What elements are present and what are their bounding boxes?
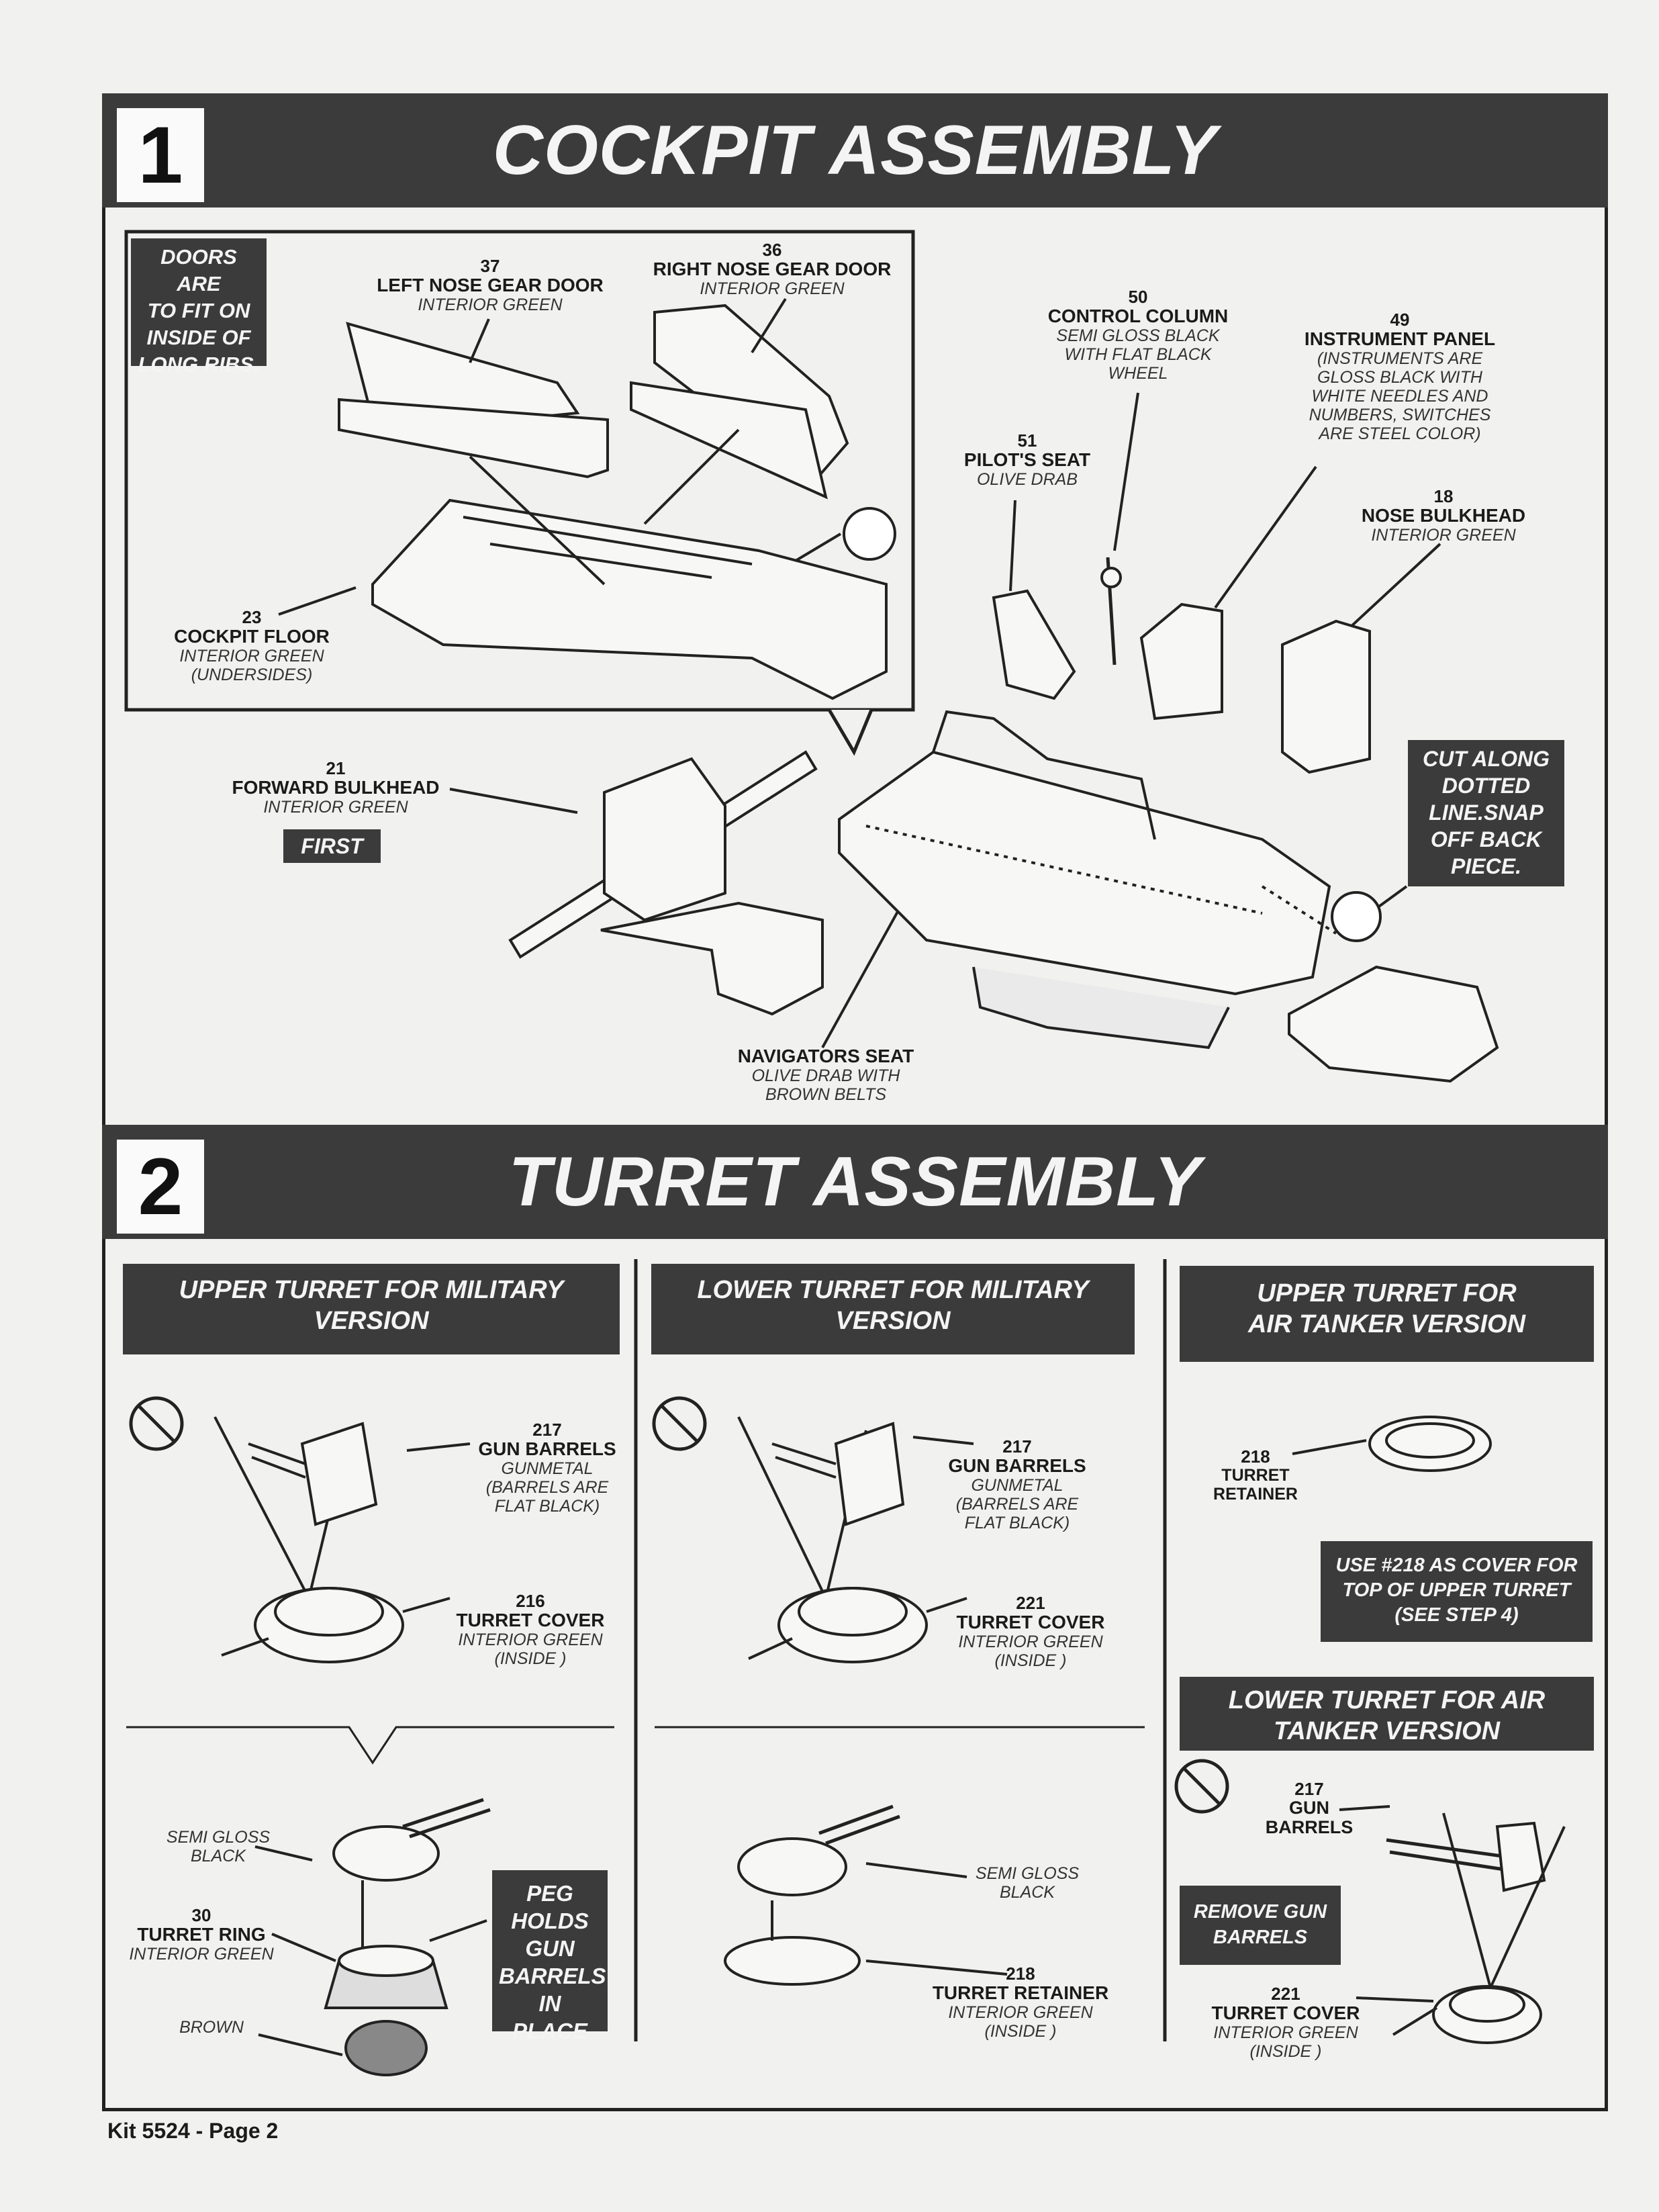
no-glue-icon-1 [129, 1396, 184, 1451]
page-footer: Kit 5524 - Page 2 [107, 2119, 279, 2143]
navigator-seat-drawing [600, 901, 824, 1016]
turret-retainer-drawing [1368, 1416, 1492, 1472]
col1-part-217-label: 217 GUN BARRELS GUNMETAL (BARRELS ARE FL… [478, 1420, 616, 1516]
part-36-label: 36 RIGHT NOSE GEAR DOOR INTERIOR GREEN [653, 240, 892, 298]
step2-title: TURRET ASSEMBLY [508, 1143, 1202, 1221]
step2-header: 2 TURRET ASSEMBLY [102, 1125, 1608, 1239]
part-18-label: 18 NOSE BULKHEAD INTERIOR GREEN [1361, 486, 1526, 545]
col3-part-217-label: 217 GUN BARRELS [1265, 1779, 1354, 1837]
col2-part-218-label: 218 TURRET RETAINER INTERIOR GREEN (INSI… [932, 1964, 1109, 2041]
pilot-seat-drawing [992, 589, 1076, 700]
part-49-label: 49 INSTRUMENT PANEL (INSTRUMENTS ARE GLO… [1304, 310, 1496, 443]
col1-part-30-label: 30 TURRET RING INTERIOR GREEN [129, 1905, 274, 1964]
snap-off-piece-drawing [1288, 965, 1499, 1083]
col2-part-217-label: 217 GUN BARRELS GUNMETAL (BARRELS ARE FL… [948, 1436, 1086, 1532]
nose-bulkhead-drawing [1281, 619, 1371, 774]
part-21-label: 21 FORWARD BULKHEAD INTERIOR GREEN [232, 758, 440, 817]
col2-semi-gloss-label: SEMI GLOSS BLACK [975, 1864, 1080, 1902]
cockpit-floor-drawing [371, 498, 888, 700]
cockpit-tub-drawing [838, 750, 1331, 996]
col3-part-221-label: 221 TURRET COVER INTERIOR GREEN (INSIDE … [1211, 1984, 1360, 2061]
col3-part-218-label: 218 TURRET RETAINER [1213, 1446, 1298, 1504]
step1-header: 1 COCKPIT ASSEMBLY [102, 93, 1608, 208]
part-37-label: 37 LEFT NOSE GEAR DOOR INTERIOR GREEN [377, 256, 604, 314]
detail-circle-1 [843, 507, 896, 561]
part-51-label: 51 PILOT'S SEAT OLIVE DRAB [963, 430, 1091, 489]
step2-number: 2 [117, 1140, 204, 1234]
col2-part-221-label: 221 TURRET COVER INTERIOR GREEN (INSIDE … [956, 1593, 1105, 1670]
part-50-label: 50 CONTROL COLUMN SEMI GLOSS BLACK WITH … [1047, 287, 1229, 383]
inset-box [124, 230, 915, 712]
no-glue-icon-2 [652, 1396, 707, 1451]
lower-turret-dome-drawing [737, 1837, 847, 1896]
part-23-label: 23 COCKPIT FLOOR INTERIOR GREEN (UNDERSI… [174, 607, 330, 684]
first-badge: FIRST [283, 829, 381, 863]
no-glue-icon-3 [1174, 1759, 1229, 1814]
col1-semi-gloss-label: SEMI GLOSS BLACK [166, 1828, 271, 1865]
step1-title: COCKPIT ASSEMBLY [492, 111, 1218, 189]
instrument-panel-drawing [1139, 602, 1223, 721]
col1-brown-label: BROWN [179, 2018, 244, 2037]
col1-part-216-label: 216 TURRET COVER INTERIOR GREEN (INSIDE … [456, 1591, 605, 1668]
step1-number: 1 [117, 108, 204, 202]
navigators-seat-label: NAVIGATORS SEAT OLIVE DRAB WITH BROWN BE… [737, 1046, 914, 1105]
